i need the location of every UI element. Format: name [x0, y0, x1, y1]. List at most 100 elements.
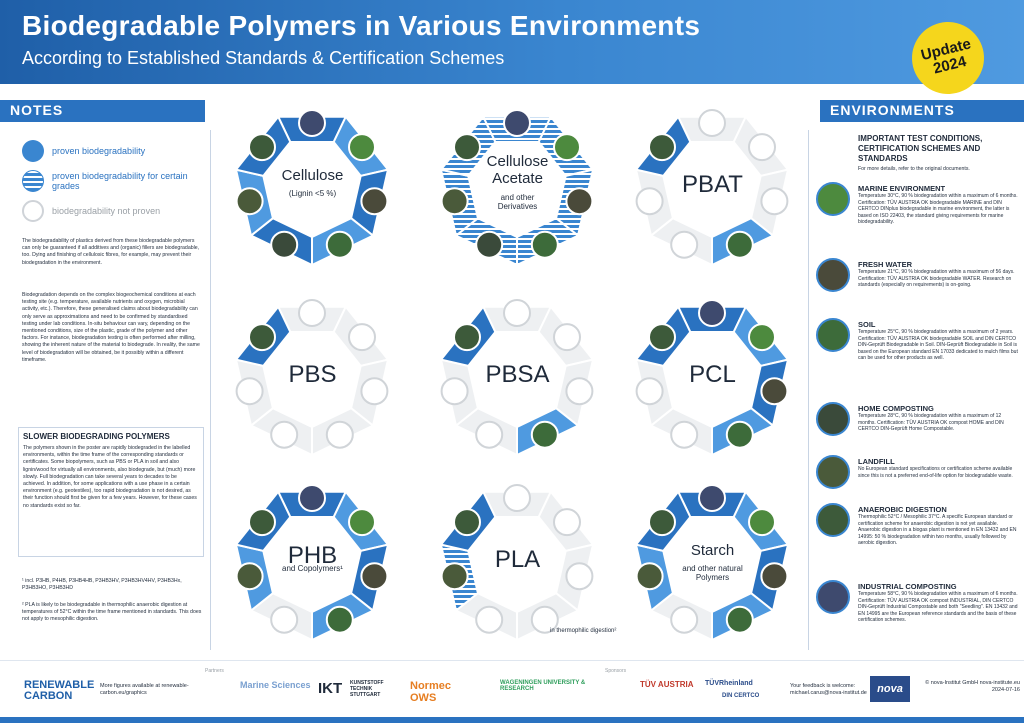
wheel-cellulose-acetate: Cellulose Acetate and other Derivatives	[430, 105, 605, 265]
sprout-icon	[725, 230, 754, 259]
biogas-icon	[248, 323, 276, 352]
landfill-icon	[635, 187, 664, 216]
more-figures-link[interactable]: More figures available at renewable-carb…	[100, 683, 189, 696]
landfill-icon	[235, 187, 264, 216]
feedback-text: Your feedback is welcome: michael.carus@…	[790, 683, 867, 696]
biogas-icon	[453, 323, 481, 352]
env-description: Temperature 25°C, 90 % biodegradation wi…	[858, 329, 1018, 361]
wheel-polymer-name: PBSA	[485, 361, 550, 388]
water-icon	[760, 187, 789, 216]
sponsor-tuv-rheinland: TÜVRheinland	[705, 680, 753, 687]
env-description: Temperature 28°C, 90 % biodegradation wi…	[858, 413, 1004, 432]
sprout-icon	[530, 605, 559, 634]
legend-proven-label: proven biodegradability	[52, 146, 146, 156]
env-description: Temperature 21°C, 90 % biodegradation wi…	[858, 269, 1015, 288]
logo-line2: CARBON	[24, 690, 73, 702]
water-icon	[565, 562, 594, 591]
legend-not-label: biodegradability not proven	[52, 206, 161, 216]
partner-wageningen: WAGENINGEN UNIVERSITY & RESEARCH	[500, 680, 586, 692]
industrial-compost-icon	[298, 109, 326, 137]
wheel-pla: PLA	[430, 480, 605, 640]
water-icon	[816, 258, 850, 292]
sprout-icon	[325, 230, 354, 259]
notes-paragraph-1: The biodegradability of plastics derived…	[22, 238, 200, 266]
landfill-icon	[235, 562, 264, 591]
sprout-icon	[816, 318, 850, 352]
biogas-icon	[816, 503, 850, 537]
sprout-icon	[325, 605, 354, 634]
footnote-2: ² PLA is likely to be biodegradable in t…	[22, 602, 202, 623]
slow-title: SLOWER BIODEGRADING POLYMERS	[23, 432, 170, 441]
wheel-polymer-name: Starch	[690, 542, 735, 559]
sprout-icon	[530, 230, 559, 259]
slow-polymers-box: SLOWER BIODEGRADING POLYMERS The polymer…	[18, 427, 204, 557]
wheel-polymer-sub: and Copolymers¹	[282, 564, 343, 573]
thermophilic-note: in thermophilic digestion²	[550, 628, 617, 634]
page-subtitle: According to Established Standards & Cer…	[22, 48, 505, 68]
divider-left	[210, 130, 211, 650]
wheel-polymer-name: PLA	[494, 546, 541, 573]
env-title: INDUSTRIAL COMPOSTING	[858, 582, 957, 591]
compost-bin-icon	[670, 605, 699, 634]
fish-icon	[748, 133, 776, 162]
wheel-cellulose: Cellulose(Lignin <5 %)	[225, 105, 400, 265]
empty-circle-icon	[22, 200, 44, 222]
env-title: HOME COMPOSTING	[858, 404, 934, 413]
env-description: Thermophilic 52°C / Mesophilic 37°C. A s…	[858, 514, 1017, 546]
env-title: ANAEROBIC DIGESTION	[858, 505, 947, 514]
notes-heading: NOTES	[0, 100, 205, 122]
wheel-starch: Starch and other natural Polymers	[625, 480, 800, 640]
footnote-1: ¹ incl. P3HB, P4HB, P3HB4HB, P3HB3HV, P3…	[22, 578, 182, 592]
sprout-icon	[325, 420, 354, 449]
landfill-icon	[440, 187, 469, 216]
sponsor-tuv-austria: TÜV AUSTRIA	[640, 680, 694, 689]
wheel-polymer-sub: and other natural Polymers	[682, 564, 743, 582]
landfill-icon	[635, 377, 664, 406]
fish-icon	[553, 508, 581, 537]
compost-bin-icon	[670, 230, 699, 259]
wheel-polymer-name: PHB	[287, 542, 338, 569]
important-sub: For more details, refer to the original …	[858, 166, 970, 172]
water-icon	[760, 377, 789, 406]
legend-not-proven: biodegradability not proven	[22, 200, 202, 222]
compost-bin-icon	[816, 402, 850, 436]
wheel-polymer-name: PBS	[288, 361, 337, 388]
env-description: Temperature 30°C, 90 % biodegradation wi…	[858, 193, 1018, 225]
fish-icon	[816, 182, 850, 216]
env-title: SOIL	[858, 320, 876, 329]
divider-right	[808, 130, 809, 650]
wheel-polymer-name: PCL	[689, 361, 736, 388]
water-icon	[760, 562, 789, 591]
partner-ikt-sub: KUNSTSTOFF TECHNIK STUTTGART	[350, 680, 384, 698]
wheel-polymer-sub: and other Derivatives	[497, 193, 538, 211]
legend-grades: proven biodegradability for certain grad…	[22, 170, 202, 192]
partner-normec: Normec OWS	[410, 680, 451, 704]
compost-bin-icon	[475, 230, 504, 259]
notes-paragraph-2: Biodegradation depends on the complex bi…	[22, 292, 200, 363]
fish-icon	[748, 508, 776, 537]
sprout-icon	[725, 605, 754, 634]
industrial-compost-icon	[503, 484, 531, 512]
page-title: Biodegradable Polymers in Various Enviro…	[22, 10, 701, 41]
compost-bin-icon	[475, 420, 504, 449]
industrial-compost-icon	[698, 109, 726, 137]
wheel-pbsa: PBSA	[430, 295, 605, 455]
landfill-icon	[235, 377, 264, 406]
environments-heading: ENVIRONMENTS	[820, 100, 1024, 122]
compost-bin-icon	[270, 420, 299, 449]
water-icon	[565, 377, 594, 406]
biogas-icon	[453, 508, 481, 537]
biogas-icon	[648, 508, 676, 537]
industrial-compost-icon	[816, 580, 850, 614]
compost-bin-icon	[670, 420, 699, 449]
wheel-polymer-name: Cellulose Acetate	[486, 153, 549, 187]
biogas-icon	[248, 133, 276, 162]
legend-proven: proven biodegradability	[22, 140, 202, 162]
partners-label: Partners	[205, 668, 224, 674]
fish-icon	[348, 508, 376, 537]
fish-icon	[748, 323, 776, 352]
biogas-icon	[248, 508, 276, 537]
copyright: © nova-Institut GmbH nova-institute.eu 2…	[925, 680, 1020, 693]
